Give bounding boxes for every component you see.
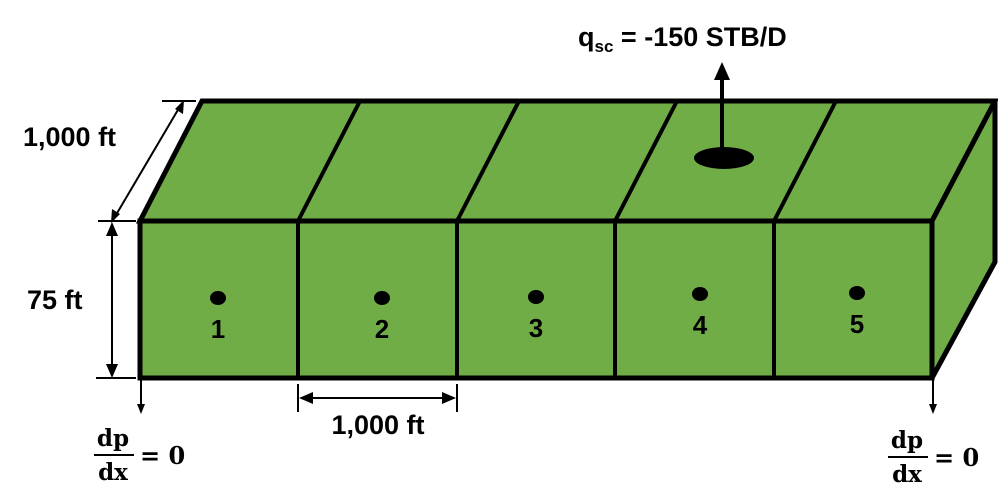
right-boundary-arrow-head (929, 404, 937, 414)
height-arrow-top (106, 222, 118, 236)
depth-arrow-top (175, 100, 184, 114)
left-bc-rhs: = 0 (140, 441, 185, 470)
height-arrow-bottom (106, 364, 118, 378)
block-number-1: 1 (211, 314, 225, 344)
left-boundary-arrow-head (137, 404, 145, 414)
block-width-label: 1,000 ft (331, 410, 424, 440)
block-number-3: 3 (529, 313, 543, 343)
left-bc-denominator: dx (98, 459, 128, 486)
depth-dimension-line (112, 102, 183, 221)
top-divider (772, 100, 838, 222)
block-number-4: 4 (693, 310, 708, 340)
width-arrow-right (442, 392, 456, 404)
production-arrow-head (714, 62, 730, 80)
depth-arrow-bottom (111, 209, 120, 223)
left-bc-numerator: dp (97, 425, 129, 452)
block-center-dot-5 (849, 286, 865, 300)
well-icon (694, 147, 754, 169)
top-divider (613, 100, 679, 222)
right-bc-denominator: dx (892, 461, 922, 488)
rate-value: = -150 STB/D (613, 22, 786, 52)
block-center-dot-2 (374, 291, 390, 305)
right-boundary-condition: dp dx = 0 (888, 427, 979, 488)
rate-subscript: sc (595, 37, 614, 56)
top-divider (455, 100, 521, 222)
left-boundary-condition: dp dx = 0 (94, 425, 185, 486)
width-arrow-left (299, 392, 313, 404)
block-center-dot-4 (692, 287, 708, 301)
block-number-5: 5 (850, 309, 864, 339)
right-bc-numerator: dp (891, 427, 923, 454)
rate-symbol: q (578, 22, 595, 52)
block-center-dot-1 (210, 291, 226, 305)
blocks-layer: 1 2 3 4 5 (210, 286, 865, 344)
block-center-dot-3 (528, 290, 544, 304)
height-label: 75 ft (27, 285, 83, 315)
right-bc-rhs: = 0 (934, 443, 979, 472)
well-rate-label: qsc = -150 STB/D (578, 22, 787, 56)
depth-label: 1,000 ft (23, 122, 116, 152)
top-face (135, 98, 998, 224)
block-number-2: 2 (375, 314, 389, 344)
top-divider (296, 100, 362, 222)
